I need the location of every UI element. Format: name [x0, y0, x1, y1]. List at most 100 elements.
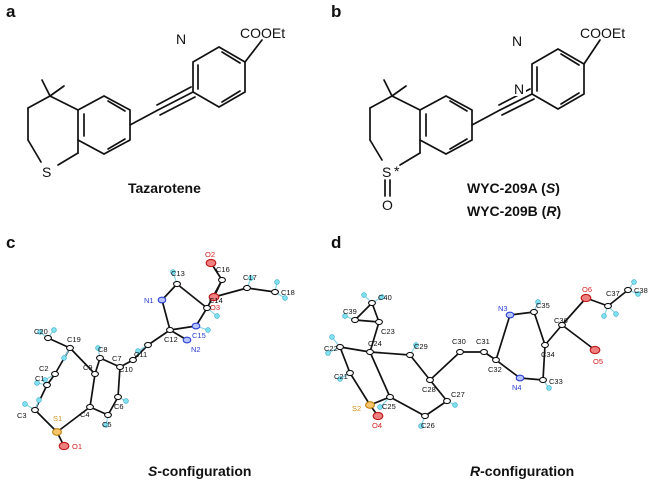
tazarotene-ester-label: COOEt — [240, 25, 285, 41]
crystal-s-atom-label: C12 — [164, 335, 178, 344]
crystal-r-atom-label: N4 — [512, 383, 522, 392]
crystal-s-bond — [169, 325, 197, 331]
crystal-s-hydrogen-atom — [214, 313, 220, 319]
crystal-s-atom — [44, 334, 52, 342]
crystal-r-bond — [495, 314, 511, 361]
crystal-s-hydrogen-atom — [170, 269, 176, 275]
crystal-r-bond — [369, 321, 380, 353]
crystal-r-atom-label: C32 — [488, 365, 502, 374]
crystal-r-atom-label: C31 — [476, 337, 490, 346]
crystal-r-atom-label: C35 — [536, 301, 550, 310]
crystal-r-hydrogen-atom — [635, 291, 641, 297]
tazarotene-structure — [27, 39, 263, 166]
crystal-s-atom — [203, 304, 211, 312]
crystal-r-atom — [351, 316, 359, 324]
wyc-ester-label: COOEt — [580, 25, 625, 41]
caption-r-configuration: R-configuration — [470, 463, 574, 479]
crystal-r-bond — [339, 346, 351, 374]
crystal-r-hydrogen-atom — [342, 313, 348, 319]
crystal-s-atom — [91, 370, 99, 378]
crystal-r-atom-label: C39 — [343, 307, 357, 316]
crystal-s-atom-label: C20 — [34, 327, 48, 336]
crystal-s-atom-label: O3 — [210, 303, 220, 312]
wyc-209a-name: WYC-209A (S) — [467, 180, 560, 196]
panel-label-c: c — [6, 233, 15, 252]
crystal-s-hydrogen-atom — [205, 327, 211, 333]
crystal-r-atom-label: C40 — [378, 293, 392, 302]
crystal-s-atom-label: C13 — [171, 269, 185, 278]
tazarotene-name: Tazarotene — [128, 180, 201, 196]
crystal-s-atom — [191, 322, 201, 330]
crystal-s-atom — [51, 370, 59, 378]
crystal-r-atom-label: C24 — [368, 339, 382, 348]
crystal-r-atom-label: C29 — [414, 342, 428, 351]
crystal-s-atom-label: N1 — [144, 296, 154, 305]
crystal-r-hydrogen-atom — [601, 313, 607, 319]
crystal-r-atom-label: O5 — [593, 357, 603, 366]
crystal-s-bond — [176, 283, 208, 309]
crystal-r-atom-label: N3 — [498, 304, 508, 313]
crystal-s-atom-label: C18 — [281, 288, 295, 297]
crystal-r-atom-label: C26 — [421, 421, 435, 430]
crystal-s-atom-label: C6 — [114, 402, 124, 411]
crystal-r-atom-label: C36 — [554, 316, 568, 325]
crystal-s-bond — [56, 406, 91, 433]
crystal-s-atom-label: C14 — [209, 296, 223, 305]
crystal-r-bond — [544, 324, 563, 346]
crystal-s-bond — [246, 287, 276, 293]
crystal-r-atom-label: C28 — [422, 385, 436, 394]
crystal-r-bond — [561, 297, 587, 326]
crystal-r-atom — [580, 293, 592, 303]
crystal-s-atom — [43, 381, 51, 389]
crystal-r-bond — [354, 319, 380, 323]
crystal-r-atom — [480, 348, 488, 356]
crystal-r-hydrogen-atom — [377, 404, 383, 410]
crystal-r-atom-label: C21 — [334, 372, 348, 381]
crystal-r-bond — [354, 302, 373, 321]
crystal-s-atom-label: C5 — [102, 420, 112, 429]
crystal-s-atom-label: C8 — [98, 345, 108, 354]
crystal-s-atom — [208, 292, 220, 302]
crystal-s-atom — [31, 406, 39, 414]
crystal-s-bond — [107, 396, 119, 416]
crystal-r-atom — [365, 401, 375, 409]
crystal-r-atom — [386, 393, 394, 401]
crystal-s-hydrogen-atom — [248, 275, 254, 281]
crystal-r-atom — [541, 341, 549, 349]
crystal-s-hydrogen-atom — [103, 422, 109, 428]
crystal-r-bond — [429, 351, 461, 381]
crystal-s-atom-label: C15 — [192, 331, 206, 340]
crystal-r-hydrogen-atom — [546, 385, 552, 391]
crystal-r-bond — [371, 302, 380, 323]
crystal-s-hydrogens — [22, 269, 288, 428]
crystal-s-hydrogen-atom — [22, 401, 28, 407]
crystal-r-atom-label: C23 — [381, 327, 395, 336]
crystal-r-atom-label: C37 — [606, 289, 620, 298]
crystal-s-atom — [271, 288, 279, 296]
crystal-r-hydrogen-atom — [452, 402, 458, 408]
crystal-r-atom — [589, 345, 601, 355]
crystal-s-atom-label: C11 — [134, 350, 147, 359]
crystal-r-hydrogen-atom — [413, 342, 419, 348]
crystal-s-bond — [89, 373, 96, 408]
crystal-r-atom — [366, 348, 374, 356]
crystal-r-bond — [561, 324, 596, 351]
pyrimidine-n-top: N — [512, 33, 522, 49]
panel-label-a: a — [6, 2, 16, 21]
crystal-r-hydrogen-atom — [361, 292, 367, 298]
crystal-s-hydrogen-atom — [37, 329, 43, 335]
crystal-r-atom — [336, 343, 344, 351]
pyrimidine-n-bottom: N — [514, 81, 524, 97]
caption-s-configuration: S-configuration — [148, 463, 251, 479]
crystal-r-bonds — [339, 289, 629, 417]
crystal-s-atom-label: C4 — [80, 410, 90, 419]
crystal-r-hydrogen-atom — [325, 350, 331, 356]
panel-label-d: d — [331, 233, 341, 252]
crystal-s-atom — [173, 280, 181, 288]
crystal-s-bond — [147, 329, 171, 346]
crystal-s-atom — [218, 276, 226, 284]
crystal-r-atom — [492, 356, 500, 364]
crystal-s-atom-label: C16 — [216, 265, 230, 274]
crystal-r-atom-label: C27 — [451, 390, 465, 399]
